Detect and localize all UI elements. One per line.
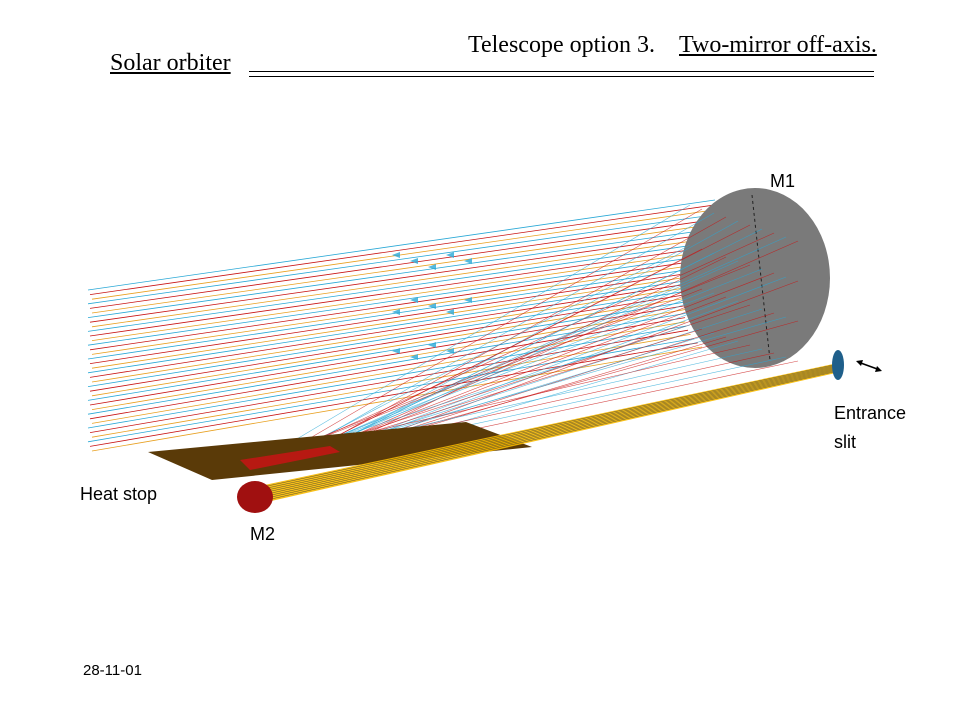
incoming-ray	[91, 245, 745, 341]
incoming-rays	[87, 199, 745, 452]
ray-arrow-marker	[392, 252, 400, 258]
incoming-ray	[91, 321, 686, 424]
beam-ray	[257, 364, 839, 491]
converging-ray	[281, 240, 799, 468]
incoming-ray	[91, 283, 710, 383]
converging-ray	[287, 244, 691, 456]
beam-ray	[257, 363, 839, 489]
primary-mirror-m1	[680, 188, 830, 368]
incoming-ray	[91, 334, 691, 438]
incoming-ray	[91, 296, 696, 397]
beam-ray	[257, 368, 839, 499]
ray-arrow-marker	[392, 348, 400, 354]
secondary-mirror-m2	[237, 481, 273, 513]
header-rule	[249, 71, 874, 72]
ray-arrow-marker	[446, 309, 454, 315]
incoming-ray	[87, 212, 730, 305]
converging-ray	[269, 232, 775, 462]
entrance-slit-label-line2: slit	[834, 432, 856, 452]
incoming-ray	[87, 300, 693, 401]
beam-ray	[257, 369, 839, 501]
incoming-ray	[89, 203, 721, 295]
converging-ray	[287, 272, 775, 462]
incoming-ray	[89, 329, 689, 433]
ray-arrow-marker	[410, 297, 418, 303]
incoming-ray	[89, 292, 701, 392]
converging-ray	[305, 284, 691, 456]
incoming-ray	[87, 250, 743, 346]
slide-title: Two-mirror off-axis.	[679, 32, 877, 58]
m2-label: M2	[250, 524, 276, 544]
incoming-ray	[91, 271, 725, 369]
incoming-ray	[87, 199, 716, 291]
incoming-ray	[87, 313, 686, 415]
incoming-ray	[87, 237, 745, 332]
incoming-ray	[87, 325, 687, 429]
incoming-ray	[89, 216, 734, 309]
heat-stop-hot-spot	[240, 446, 340, 470]
converging-ray	[275, 264, 751, 456]
converging-ray	[293, 248, 703, 459]
incoming-ray	[91, 346, 703, 452]
ray-arrow-marker	[428, 342, 436, 348]
converging-rays	[269, 204, 799, 468]
converging-ray	[305, 256, 727, 465]
header-rule-secondary	[249, 76, 874, 77]
converging-ray	[275, 292, 715, 462]
footer-date: 28-11-01	[83, 662, 142, 679]
converging-ray	[281, 212, 715, 462]
beam-ray	[257, 366, 839, 495]
ray-arrow-marker	[410, 354, 418, 360]
incoming-ray	[89, 266, 729, 364]
incoming-ray	[91, 220, 738, 314]
ray-arrow-marker	[392, 309, 400, 315]
converging-ray	[269, 260, 739, 468]
incoming-ray	[89, 304, 690, 406]
m1-label: M1	[770, 171, 796, 191]
ray-arrow-marker	[410, 258, 418, 264]
converging-ray	[281, 268, 763, 459]
beam-ray	[257, 365, 839, 493]
incoming-ray	[91, 258, 737, 355]
ray-arrow-marker	[446, 348, 454, 354]
incoming-ray	[87, 287, 705, 387]
incoming-ray	[89, 342, 698, 447]
incoming-ray	[91, 233, 745, 328]
entrance-slit-label-line1: Entrance	[834, 403, 907, 423]
beam-ray	[257, 367, 839, 497]
ray-arrow-marker	[446, 252, 454, 258]
project-name: Solar orbiter	[110, 50, 231, 76]
ray-arrow-marker	[428, 264, 436, 270]
slide-title-prefix: Telescope option 3.	[468, 32, 655, 58]
converging-ray	[269, 204, 691, 456]
incoming-ray	[89, 229, 743, 323]
m1-axis-line	[751, 194, 771, 361]
heat-stop-label: Heat stop	[80, 484, 158, 504]
incoming-ray	[87, 224, 741, 318]
incoming-ray	[91, 308, 688, 410]
converging-ray	[299, 252, 715, 462]
beam-ray	[257, 370, 839, 503]
entrance-slit-mark	[832, 350, 844, 380]
ray-arrow-marker	[464, 297, 472, 303]
output-beam	[240, 363, 840, 504]
slit-arrowhead-right	[875, 366, 882, 372]
converging-ray	[275, 208, 703, 459]
converging-ray	[275, 236, 787, 465]
ray-arrow-marker	[428, 303, 436, 309]
converging-ray	[269, 288, 703, 459]
incoming-ray	[89, 254, 740, 351]
heat-stop-plate	[148, 422, 532, 480]
ray-arrow-marker	[464, 258, 472, 264]
slit-arrowhead-left	[856, 360, 863, 366]
incoming-ray	[87, 275, 720, 374]
incoming-ray	[91, 208, 725, 300]
